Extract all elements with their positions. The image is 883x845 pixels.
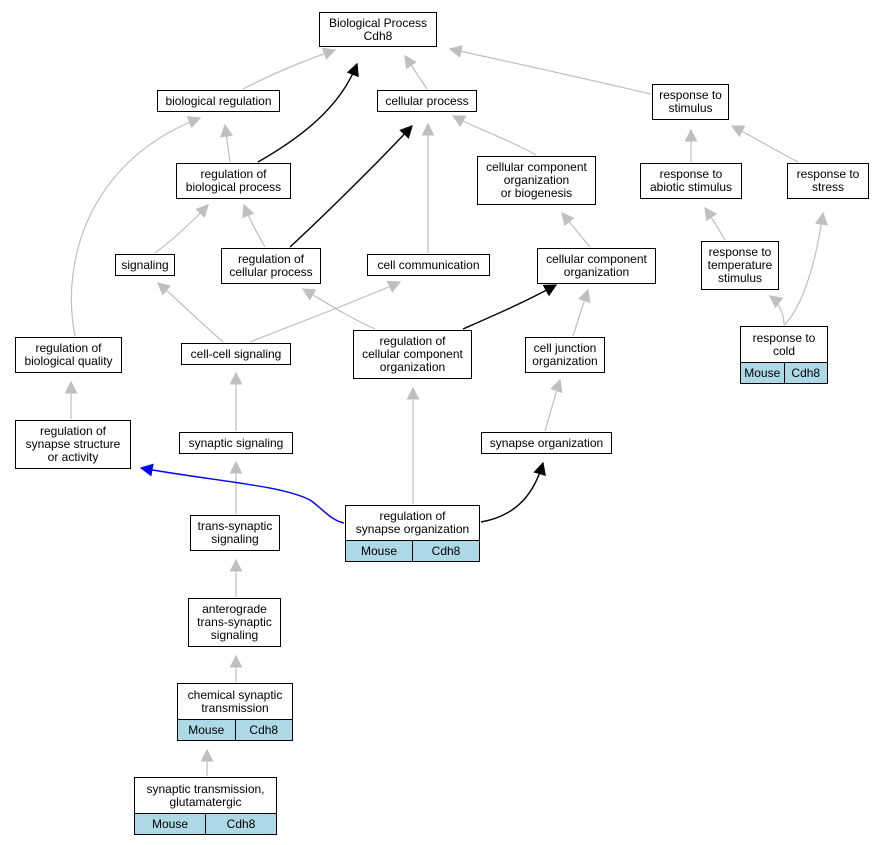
term-label: synaptic signaling — [188, 435, 284, 450]
term-node-antero[interactable]: anterograde trans-synaptic signaling — [188, 598, 281, 647]
edge-is-a-regbioqual-to-bioreg — [70, 116, 202, 337]
edge-is-a-bioreg-to-root — [242, 47, 337, 90]
term-label: cellular component organization — [546, 252, 647, 279]
edge-part-of-regsynorg-to-synorg — [480, 461, 546, 523]
edge-is-a-regccorg-to-regcell — [301, 288, 376, 330]
term-node-signaling[interactable]: signaling — [115, 254, 175, 276]
term-node-root[interactable]: Biological Process Cdh8 — [319, 12, 437, 47]
edge-part-of-regccorg-to-ccorg — [462, 284, 558, 330]
edge-is-a-ccorgbio-to-cellproc — [451, 115, 537, 156]
term-label: signaling — [121, 257, 169, 272]
term-label: regulation of biological quality — [24, 341, 113, 368]
term-node-resptemp[interactable]: response to temperature stimulus — [701, 241, 779, 290]
annotation-gene[interactable]: Cdh8 — [783, 363, 828, 383]
term-node-regbioqual[interactable]: regulation of biological quality — [15, 337, 122, 373]
term-node-synorg[interactable]: synapse organization — [481, 432, 612, 454]
edge-is-a-regcell-to-regbio — [242, 203, 266, 248]
term-label: response to cold — [752, 330, 816, 358]
term-label: cellular component organization or bioge… — [486, 160, 587, 200]
term-node-bioreg[interactable]: biological regulation — [157, 90, 280, 112]
annotation-species[interactable]: Mouse — [188, 722, 225, 737]
term-node-transsyn[interactable]: trans-synaptic signaling — [190, 515, 280, 551]
edge-is-a-cellcell-to-signaling — [157, 282, 224, 343]
edge-is-a-celljunc-to-ccorg — [572, 288, 591, 337]
annotation-gene[interactable]: Cdh8 — [205, 814, 276, 834]
term-label: response to abiotic stimulus — [649, 167, 733, 194]
annotation-gene[interactable]: Cdh8 — [412, 541, 479, 561]
term-label: response to temperature stimulus — [707, 245, 773, 285]
edge-is-a-respstress-to-respstim — [730, 125, 799, 163]
term-node-regcell[interactable]: regulation of cellular process — [221, 248, 321, 284]
term-label: regulation of synapse structure or activ… — [25, 424, 121, 464]
term-node-respabio[interactable]: response to abiotic stimulus — [640, 163, 742, 199]
term-label: regulation of cellular process — [229, 252, 313, 279]
edge-is-a-resptemp-to-respabio — [704, 206, 726, 241]
annotation-species[interactable]: Mouse — [744, 365, 781, 380]
term-label: biological regulation — [165, 93, 272, 108]
term-node-ccorg[interactable]: cellular component organization — [537, 248, 656, 284]
annotation-row: Mouse Cdh8 — [178, 719, 292, 740]
term-label: cell junction organization — [532, 341, 598, 368]
term-label: response to stress — [796, 167, 860, 194]
term-node-regccorg[interactable]: regulation of cellular component organiz… — [353, 330, 472, 379]
annotation-gene[interactable]: Cdh8 — [234, 720, 293, 740]
edge-is-a-signaling-to-regbio — [154, 204, 209, 254]
term-label: response to stimulus — [659, 88, 722, 115]
term-label: regulation of synapse organization — [355, 509, 470, 536]
term-label: regulation of cellular component organiz… — [362, 334, 463, 374]
term-node-cellproc[interactable]: cellular process — [377, 90, 477, 112]
annotation-species[interactable]: Mouse — [360, 543, 398, 558]
edge-is-a-synorg-to-celljunc — [544, 378, 563, 432]
edge-is-a-ccorg-to-ccorgbio — [561, 212, 591, 248]
annotation-species[interactable]: Mouse — [151, 816, 189, 831]
edge-is-a-regbio-to-bioreg — [220, 123, 234, 163]
term-label: trans-synaptic signaling — [197, 519, 273, 546]
term-label: anterograde trans-synaptic signaling — [197, 602, 272, 642]
edge-part-of-regcell-to-cellproc — [289, 125, 413, 248]
annotation-row: Mouse Cdh8 — [346, 540, 479, 561]
edge-is-a-respcold-to-resptemp — [768, 295, 785, 326]
term-node-synsig[interactable]: synaptic signaling — [179, 432, 293, 454]
edge-is-a-respcold-to-respstress — [783, 211, 828, 326]
edge-regulates-regsynorg-to-regsynstruct — [139, 463, 345, 524]
term-node-regsynstruct[interactable]: regulation of synapse structure or activ… — [15, 420, 131, 469]
term-node-regbio[interactable]: regulation of biological process — [176, 163, 291, 199]
term-label: synapse organization — [489, 435, 604, 450]
term-label: cellular process — [385, 93, 469, 108]
term-node-celljunc[interactable]: cell junction organization — [525, 337, 605, 373]
term-node-ccorgbio[interactable]: cellular component organization or bioge… — [477, 156, 596, 205]
term-label: cell communication — [377, 257, 480, 272]
term-label: cell-cell signaling — [190, 346, 282, 361]
term-label: chemical synaptic transmission — [187, 687, 283, 715]
term-node-respstress[interactable]: response to stress — [787, 163, 869, 199]
edge-part-of-regbio-to-root — [257, 62, 359, 163]
term-label: Biological Process Cdh8 — [328, 15, 428, 43]
edge-is-a-respstim-to-root — [448, 45, 652, 95]
term-label: synaptic transmission, glutamatergic — [146, 781, 265, 809]
edge-is-a-cellcell-to-cellcomm — [249, 280, 402, 343]
term-node-respstim[interactable]: response to stimulus — [652, 84, 729, 120]
term-label: regulation of biological process — [185, 167, 282, 194]
annotation-row: Mouse Cdh8 — [135, 813, 276, 834]
edge-is-a-cellproc-to-root — [404, 54, 428, 90]
term-node-cellcomm[interactable]: cell communication — [367, 254, 490, 276]
term-node-cellcell[interactable]: cell-cell signaling — [181, 343, 291, 365]
